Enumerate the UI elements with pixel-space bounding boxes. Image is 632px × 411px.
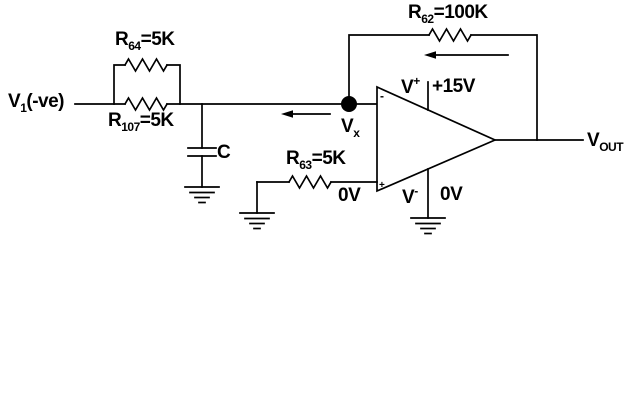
resistor-r107-symbol bbox=[123, 96, 169, 112]
r63-label: R63=5K bbox=[286, 148, 346, 172]
parallel-branch-left bbox=[113, 64, 126, 105]
feedback-wire-left bbox=[348, 34, 430, 101]
opamp-triangle bbox=[376, 85, 498, 193]
ground-icon bbox=[239, 212, 275, 230]
r64-label: R64=5K bbox=[115, 29, 175, 53]
resistor-r64-symbol bbox=[123, 57, 169, 73]
neg-supply-label: 0V bbox=[440, 184, 463, 205]
vout-label: VOUT bbox=[587, 130, 624, 154]
v-minus-rail-label: V- bbox=[402, 184, 418, 208]
feedback-wire-right bbox=[470, 34, 538, 141]
current-arrow-feedback bbox=[424, 51, 509, 59]
v1-input-label: V1(-ve) bbox=[8, 91, 64, 115]
r107-label: R107=5K bbox=[108, 110, 174, 134]
capacitor-label: C bbox=[217, 142, 231, 163]
ground-icon bbox=[410, 217, 446, 235]
noninverting-input-marker: + bbox=[379, 180, 385, 191]
inverting-input-marker: - bbox=[380, 89, 384, 103]
parallel-branch-right bbox=[166, 64, 181, 105]
v-plus-rail-label: V+ bbox=[401, 74, 420, 98]
resistor-r62-symbol bbox=[427, 27, 473, 43]
resistor-r63-symbol bbox=[287, 174, 333, 190]
vx-label: Vx bbox=[341, 116, 360, 140]
ground-icon bbox=[184, 186, 220, 204]
pos-supply-label: +15V bbox=[432, 76, 475, 97]
current-arrow-input bbox=[281, 110, 331, 118]
r62-label: R62=100K bbox=[408, 2, 488, 26]
noninv-input-voltage-label: 0V bbox=[338, 185, 361, 206]
vx-node-dot bbox=[341, 96, 357, 112]
